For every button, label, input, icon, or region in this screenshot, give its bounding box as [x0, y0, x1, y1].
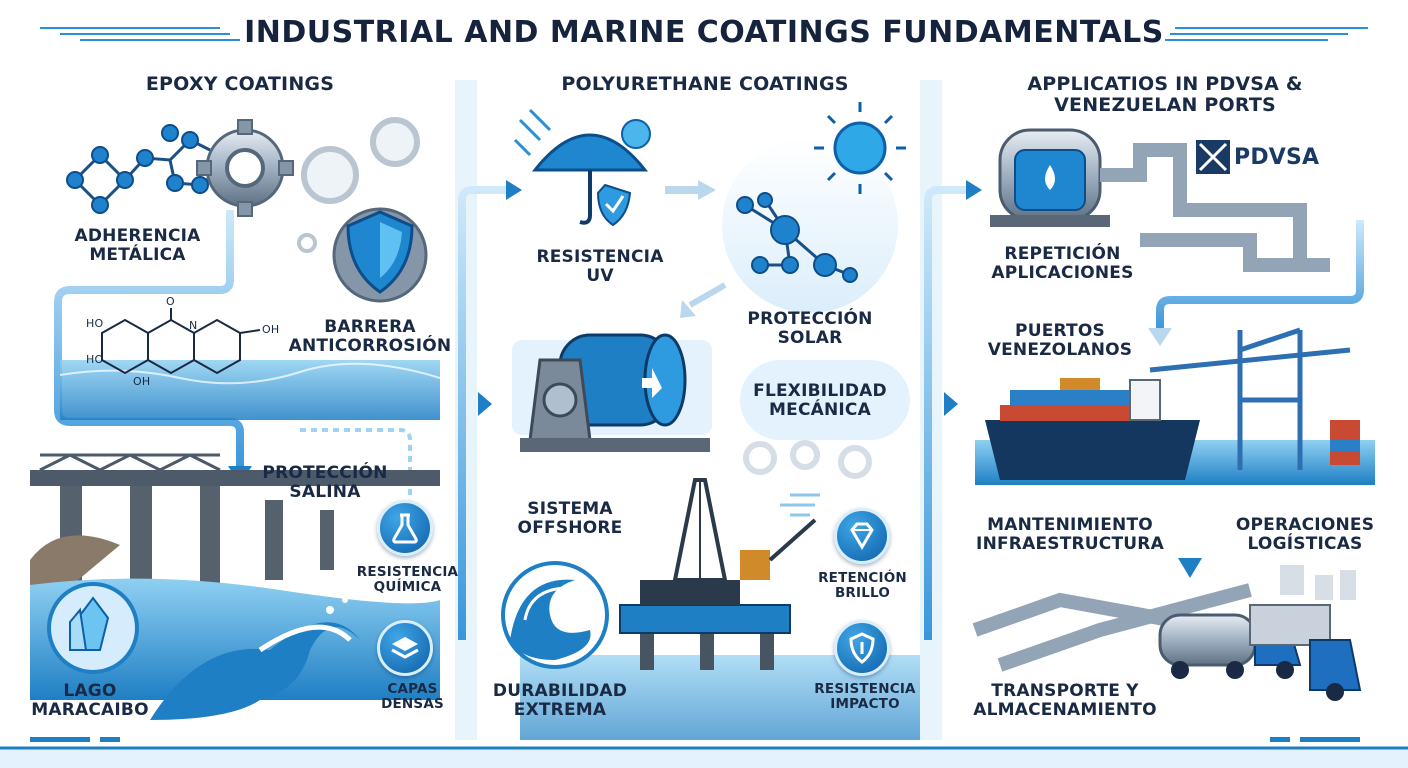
wave-icon	[501, 561, 609, 669]
sun-icon	[814, 102, 906, 194]
header-epoxy: EPOXY COATINGS	[145, 73, 335, 95]
molecule-label-oh-1: OH	[133, 375, 151, 388]
label-mantenimiento: MANTENIMIENTO INFRAESTRUCTURA	[976, 515, 1164, 555]
label-resistencia-uv: RESISTENCIA UV	[536, 247, 664, 287]
molecule-label-n: N	[189, 319, 198, 332]
label-retencion: RETENCIÓN BRILLO	[818, 570, 907, 602]
bridge-icon	[30, 453, 440, 596]
tanker-truck-icon	[1158, 604, 1362, 701]
label-proteccion-salina: PROTECCIÓN SALINA	[262, 463, 388, 503]
tank-icon	[990, 128, 1110, 227]
roller-icon	[512, 333, 712, 452]
crystal-icon	[47, 582, 139, 674]
label-impacto: RESISTENCIA IMPACTO	[814, 681, 916, 713]
label-capas: CAPAS DENSAS	[381, 681, 444, 713]
label-durabilidad: DURABILIDAD EXTREMA	[492, 681, 628, 721]
label-lago: LAGO MARACAIBO	[31, 681, 149, 721]
label-offshore: SISTEMA OFFSHORE	[517, 499, 623, 539]
page-title: INDUSTRIAL AND MARINE COATINGS FUNDAMENT…	[244, 15, 1164, 50]
label-resistencia-quimica: RESISTENCIA QUÍMICA	[356, 564, 459, 596]
header-polyurethane: POLYURETHANE COATINGS	[561, 73, 849, 95]
molecule-label-oh-2: OH	[262, 323, 280, 336]
umbrella-icon	[513, 108, 649, 227]
crane-icon	[1149, 327, 1351, 470]
header-applications: APPLICATIOS IN PDVSA & VENEZUELAN PORTS	[1027, 73, 1303, 117]
shield-icon	[332, 207, 428, 303]
oil-rig-icon	[520, 478, 920, 740]
label-puertos: PUERTOS VENEZOLANOS	[987, 321, 1133, 361]
label-flexibilidad: FLEXIBILIDAD MECÁNICA	[753, 381, 887, 421]
layers-icon	[377, 620, 433, 676]
label-proteccion-solar: PROTECCIÓN SOLAR	[747, 309, 873, 349]
pdvsa-text: PDVSA	[1234, 145, 1320, 170]
label-adherencia: ADHERENCIA METÁLICA	[74, 226, 201, 266]
label-barrera: BARRERA ANTICORROSIÓN	[288, 317, 452, 357]
label-transporte: TRANSPORTE Y ALMACENAMIENTO	[973, 681, 1157, 721]
pdvsa-logo	[1196, 140, 1230, 174]
molecule-label-ho-1: HO	[86, 317, 104, 330]
impact-shield-icon	[834, 620, 890, 676]
molecule-label-ho-2: HO	[86, 353, 104, 366]
wave-icon	[150, 597, 360, 720]
pipeline-icon	[1100, 143, 1330, 272]
gear-icon	[196, 117, 420, 253]
cargo-ship-icon	[985, 378, 1200, 480]
molecule-label-o: O	[166, 295, 175, 308]
label-repeticion: REPETICIÓN APLICACIONES	[991, 244, 1134, 284]
label-operaciones: OPERACIONES LOGÍSTICAS	[1235, 515, 1375, 555]
flask-icon	[377, 500, 433, 556]
diamond-icon	[834, 508, 890, 564]
